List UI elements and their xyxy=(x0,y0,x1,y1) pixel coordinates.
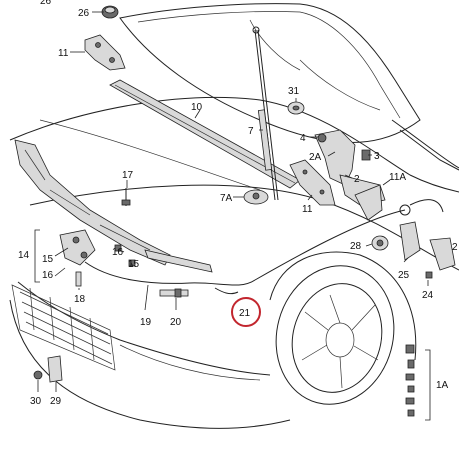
label-25: 25 xyxy=(398,270,410,281)
front-grille xyxy=(11,284,116,371)
label-26: 26 xyxy=(78,8,90,19)
label-28: 28 xyxy=(350,241,362,252)
label-11-right: 11 xyxy=(302,204,313,215)
leader-lines xyxy=(34,11,429,392)
part-24 xyxy=(425,271,433,279)
label-11: 11 xyxy=(58,48,69,59)
part-labels: 26 26 11 10 7 31 4 2A 3 2 11A 17 7A 11 1… xyxy=(18,0,458,407)
label-17: 17 xyxy=(122,170,134,181)
label-29: 29 xyxy=(50,396,62,407)
label-2a: 2A xyxy=(309,152,322,163)
part-11a xyxy=(354,184,383,221)
part-17-bolt xyxy=(121,188,131,206)
label-14: 14 xyxy=(18,250,30,261)
part-7-gas-strut xyxy=(252,26,279,201)
label-30: 30 xyxy=(30,396,42,407)
label-1a: 1A xyxy=(436,380,449,391)
label-2: 2 xyxy=(354,174,360,185)
label-2b: 2 xyxy=(452,242,458,253)
label-21: 21 xyxy=(239,308,251,319)
label-16b: 16 xyxy=(42,270,54,281)
part-25-handle xyxy=(399,221,456,271)
part-31 xyxy=(287,101,305,115)
front-wheel xyxy=(269,251,417,405)
part-7a-mount xyxy=(243,189,269,205)
part-28 xyxy=(371,235,389,251)
label-7: 7 xyxy=(248,126,254,137)
part-20 xyxy=(159,288,189,298)
part-18 xyxy=(75,271,82,287)
part-1a-fastener-kit xyxy=(405,344,431,421)
label-11a: 11A xyxy=(389,172,406,183)
label-16: 16 xyxy=(112,247,124,258)
label-3: 3 xyxy=(374,151,380,162)
label-7a: 7A xyxy=(220,193,233,204)
label-18: 18 xyxy=(74,294,86,305)
label-15: 15 xyxy=(42,254,54,265)
label-10: 10 xyxy=(191,102,203,113)
lock-carrier xyxy=(14,139,213,273)
part-16-clips xyxy=(114,244,136,267)
highlight-circle xyxy=(231,297,261,327)
part-11-hinge-left xyxy=(84,34,126,71)
label-24: 24 xyxy=(422,290,434,301)
part-19-release-cable xyxy=(84,199,444,295)
label-31: 31 xyxy=(288,86,300,97)
part-11-hinge-right xyxy=(289,159,336,206)
label-19: 19 xyxy=(140,317,152,328)
label-15b: 15 xyxy=(128,259,140,270)
hood xyxy=(119,3,421,143)
label-26-top: 26 xyxy=(40,0,52,7)
part-29-30 xyxy=(33,355,63,383)
label-20: 20 xyxy=(170,317,182,328)
label-4: 4 xyxy=(300,133,306,144)
part-26 xyxy=(101,5,119,19)
